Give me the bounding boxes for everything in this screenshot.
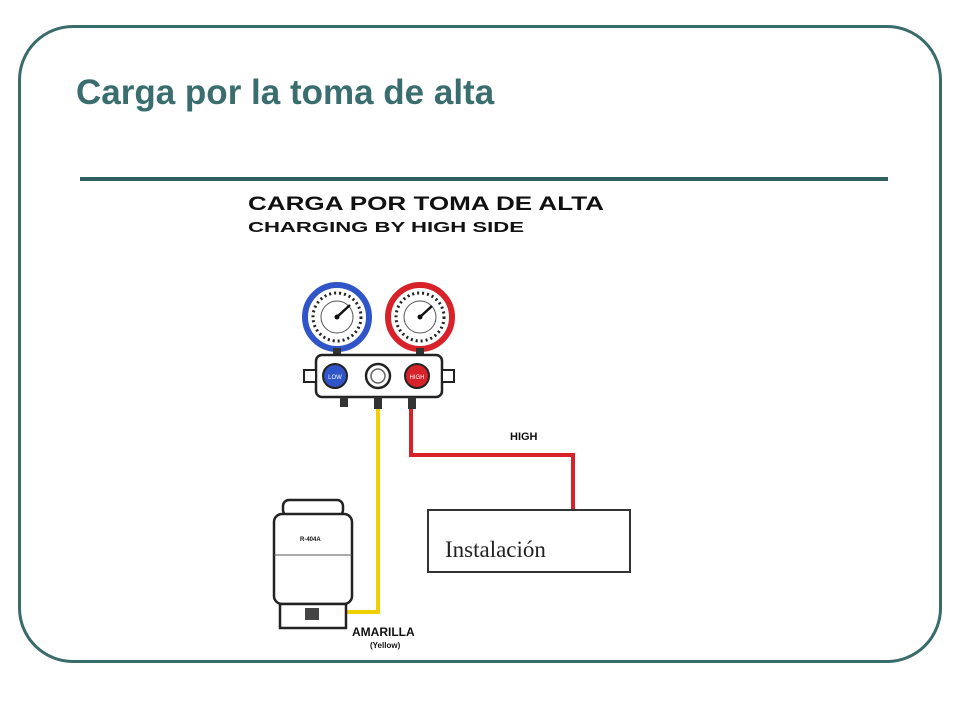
slide-frame: [18, 25, 942, 663]
yellow-hose-sublabel: (Yellow): [370, 641, 401, 650]
high-hose-label: HIGH: [510, 431, 538, 443]
installation-label: Instalación: [445, 537, 546, 562]
title-divider: [80, 177, 888, 181]
installation-box: [427, 509, 631, 573]
refrigerant-cylinder-icon: R-404A: [272, 498, 354, 630]
high-pressure-gauge-icon: [385, 282, 455, 356]
slide-title: Carga por la toma de alta: [76, 73, 495, 112]
low-pressure-gauge-icon: [302, 282, 372, 356]
cylinder-label: R-404A: [300, 537, 321, 543]
diagram-heading-en: CHARGING BY HIGH SIDE: [248, 219, 524, 236]
red-hose: [409, 409, 575, 510]
diagram-heading-es: CARGA POR TOMA DE ALTA: [248, 194, 604, 215]
high-knob-label: HIGH: [410, 375, 425, 381]
low-knob-label: LOW: [328, 375, 342, 381]
yellow-hose-label: AMARILLA: [352, 625, 415, 639]
manifold-icon: LOW HIGH: [303, 353, 455, 409]
